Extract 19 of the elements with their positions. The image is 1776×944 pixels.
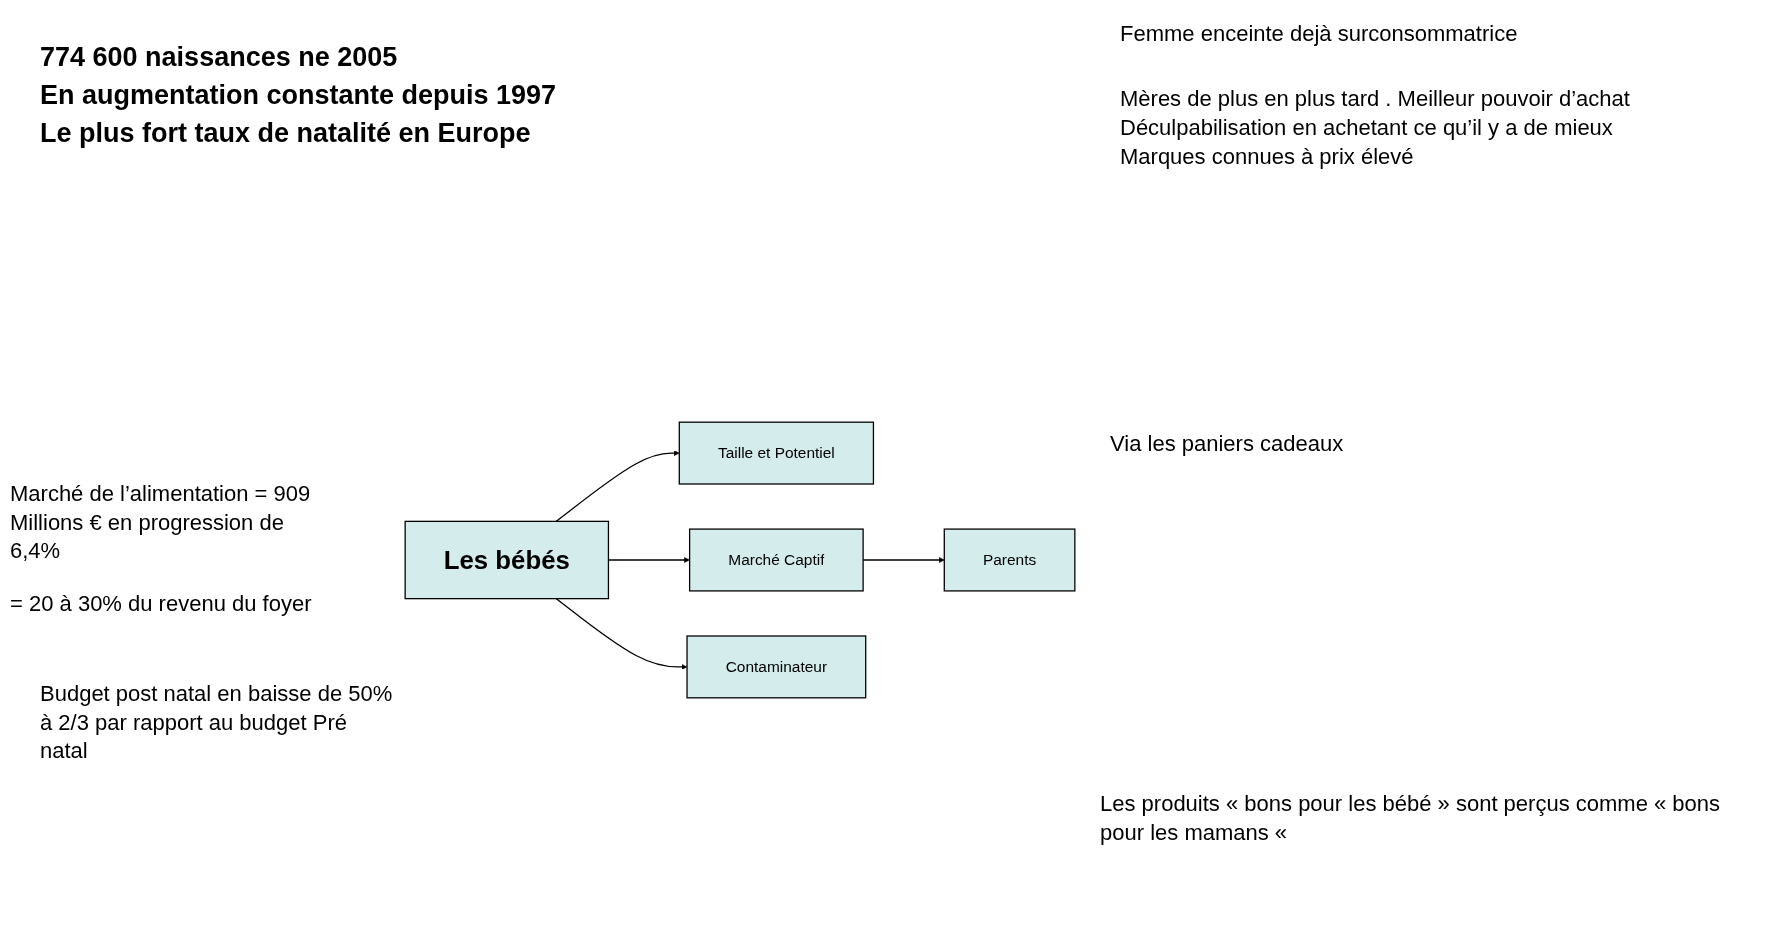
note-text: Les produits « bons pour les bébé » sont perçus comme « bons pour les mamans « xyxy=(1100,790,1722,847)
note-text: Marché de l’alimentation = 909 Millions € en progression de 6,4% xyxy=(10,480,312,566)
node-box: Les bébés xyxy=(404,520,610,600)
node-box: Contaminateur xyxy=(686,635,867,699)
node-box: Parents xyxy=(943,528,1076,592)
note-text: Via les paniers cadeaux xyxy=(1110,430,1345,458)
heading-text: En augmentation constante depuis 1997 xyxy=(40,79,558,112)
arrow xyxy=(555,450,680,522)
note-text: Mères de plus en plus tard . Meilleur pouvoir d’achat xyxy=(1120,85,1631,113)
note-text: Déculpabilisation en achetant ce qu’il y a de mieux xyxy=(1120,114,1614,142)
node-box: Marché Captif xyxy=(688,528,864,592)
arrow xyxy=(555,598,688,670)
note-text: = 20 à 30% du revenu du foyer xyxy=(10,590,313,618)
heading-text: 774 600 naissances ne 2005 xyxy=(40,41,399,74)
note-text: Marques connues à prix élevé xyxy=(1120,143,1415,171)
note-text: Femme enceinte dejà surconsommatrice xyxy=(1120,20,1519,48)
node-box: Taille et Potentiel xyxy=(678,421,875,485)
heading-text: Le plus fort taux de natalité en Europe xyxy=(40,117,532,150)
note-text: Budget post natal en baisse de 50% à 2/3 par rapport au budget Pré natal xyxy=(40,680,394,766)
